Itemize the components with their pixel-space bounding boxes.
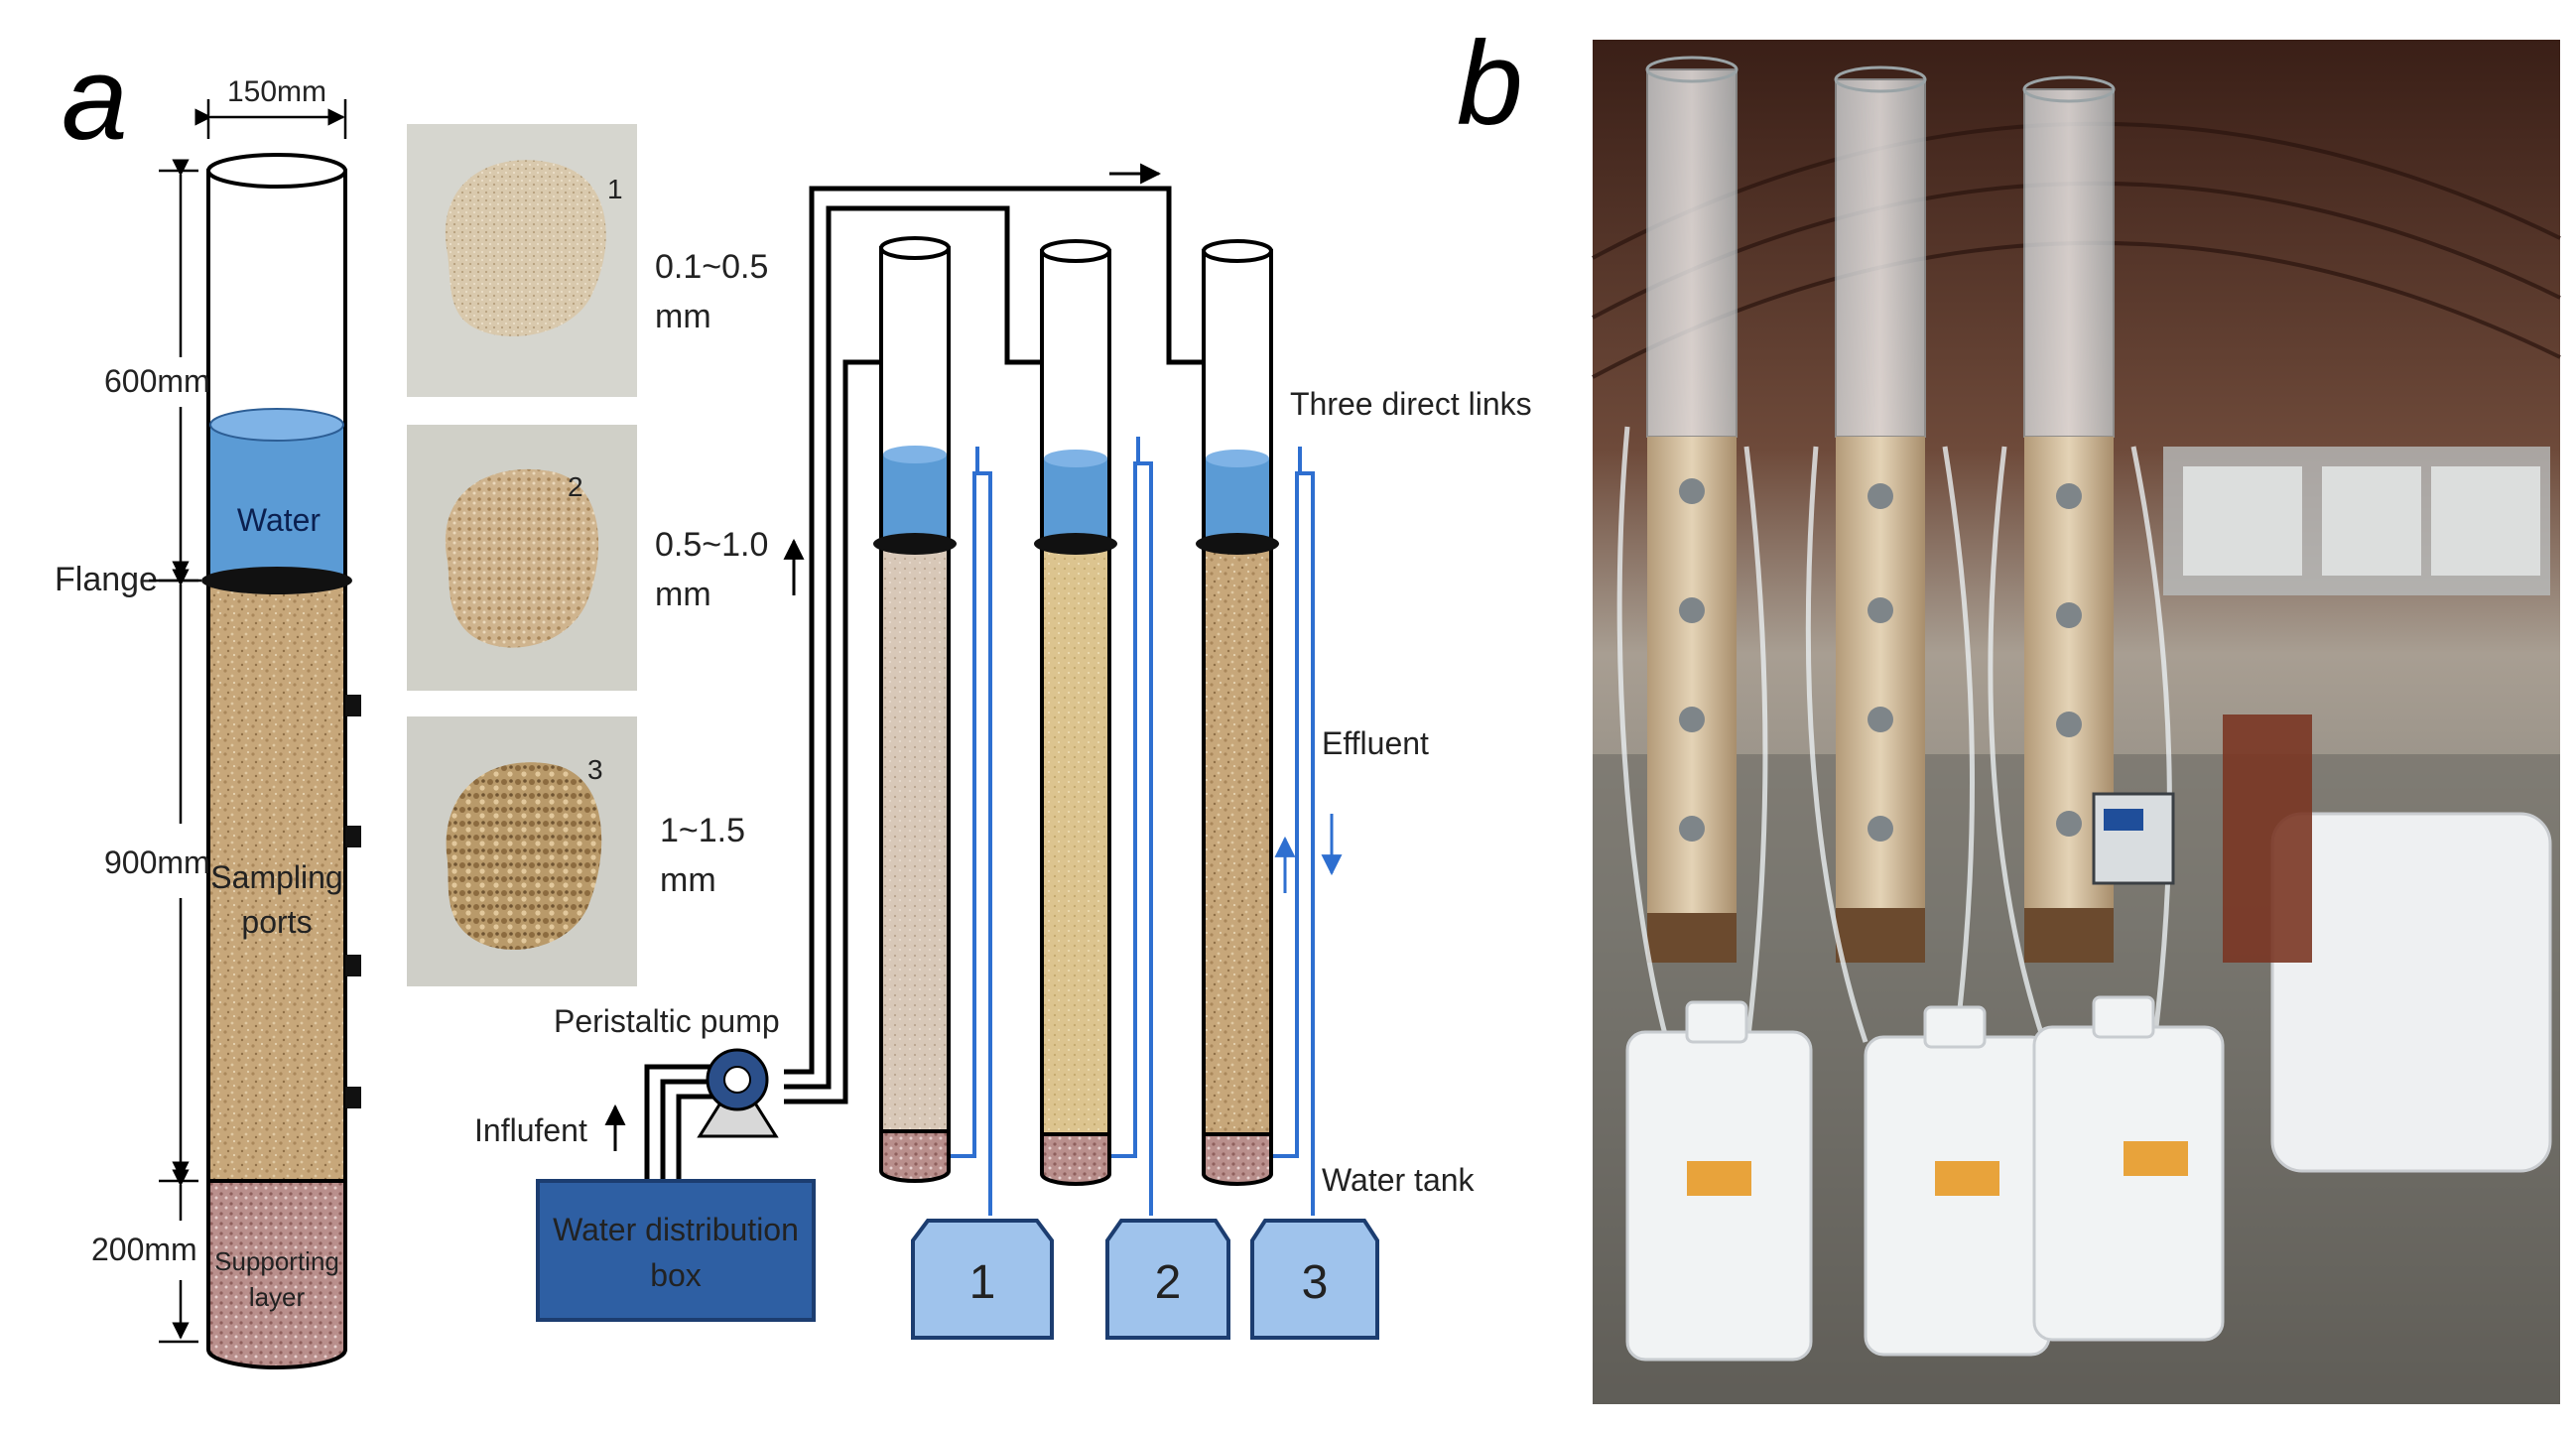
sample-photo-3: 3 (407, 716, 637, 986)
tank-number-3: 3 (1302, 1256, 1329, 1309)
sample-number-3: 3 (587, 754, 603, 785)
three-links-label: Three direct links (1290, 386, 1532, 422)
lab-photo (1592, 40, 2561, 1404)
dim-bottom: 200mm (91, 1232, 197, 1267)
pump-label: Peristaltic pump (554, 1003, 780, 1039)
sample-size-1-line1: 0.1~0.5 (655, 248, 768, 286)
filter-column (201, 153, 361, 1369)
column-water (210, 425, 343, 576)
influent-label: Influfent (474, 1112, 587, 1148)
water-tank-label: Water tank (1322, 1162, 1476, 1198)
panel-a-label: a (62, 32, 128, 165)
box-label-2: box (650, 1257, 702, 1293)
supporting-layer-label-1: Supporting (214, 1246, 339, 1276)
dim-middle: 900mm (104, 844, 210, 880)
column-support-layer (206, 1179, 347, 1369)
column-sand-layer (206, 579, 347, 1183)
sampling-port (345, 695, 361, 716)
column-2 (1034, 239, 1117, 1186)
water-tank-3 (1250, 1219, 1379, 1340)
sampling-ports-label-2: ports (241, 904, 312, 940)
tank-number-2: 2 (1155, 1256, 1182, 1309)
sample-photo-1: 1 (407, 124, 637, 397)
flange (201, 567, 352, 594)
effluent-label: Effluent (1322, 725, 1429, 761)
sample-number-1: 1 (607, 174, 623, 204)
sample-size-1-line2: mm (655, 298, 711, 335)
water-label: Water (237, 502, 322, 538)
sample-size-2-line2: mm (655, 576, 711, 613)
sample-size-3-line1: 1~1.5 (660, 812, 745, 849)
supporting-layer-label-2: layer (249, 1282, 306, 1312)
dimension-lines (159, 99, 347, 1344)
tank-number-1: 1 (969, 1256, 996, 1309)
dim-diameter: 150mm (227, 75, 326, 108)
sample-number-2: 2 (568, 471, 583, 502)
effluent-pipes (951, 437, 1315, 1216)
water-tank-2 (1105, 1219, 1230, 1340)
column-3 (1196, 239, 1279, 1186)
sampling-port (345, 826, 361, 847)
water-tank-1 (911, 1219, 1054, 1340)
sample-size-2-line1: 0.5~1.0 (655, 526, 768, 564)
sampling-port (345, 1087, 361, 1108)
sampling-ports-label-1: Sampling (210, 859, 342, 895)
dim-top: 600mm (104, 363, 210, 399)
sample-size-3-line2: mm (660, 861, 716, 899)
panel-b-label: b (1457, 17, 1523, 150)
column-1 (873, 236, 957, 1183)
sampling-port (345, 955, 361, 976)
column-top-rim (206, 153, 347, 189)
water-distribution-box (536, 1179, 816, 1322)
peristaltic-pump (697, 1048, 779, 1138)
sample-photo-2: 2 (407, 425, 637, 691)
flange-label: Flange (55, 561, 158, 598)
column-water-surface (209, 408, 344, 442)
box-label-1: Water distribution (553, 1212, 799, 1247)
